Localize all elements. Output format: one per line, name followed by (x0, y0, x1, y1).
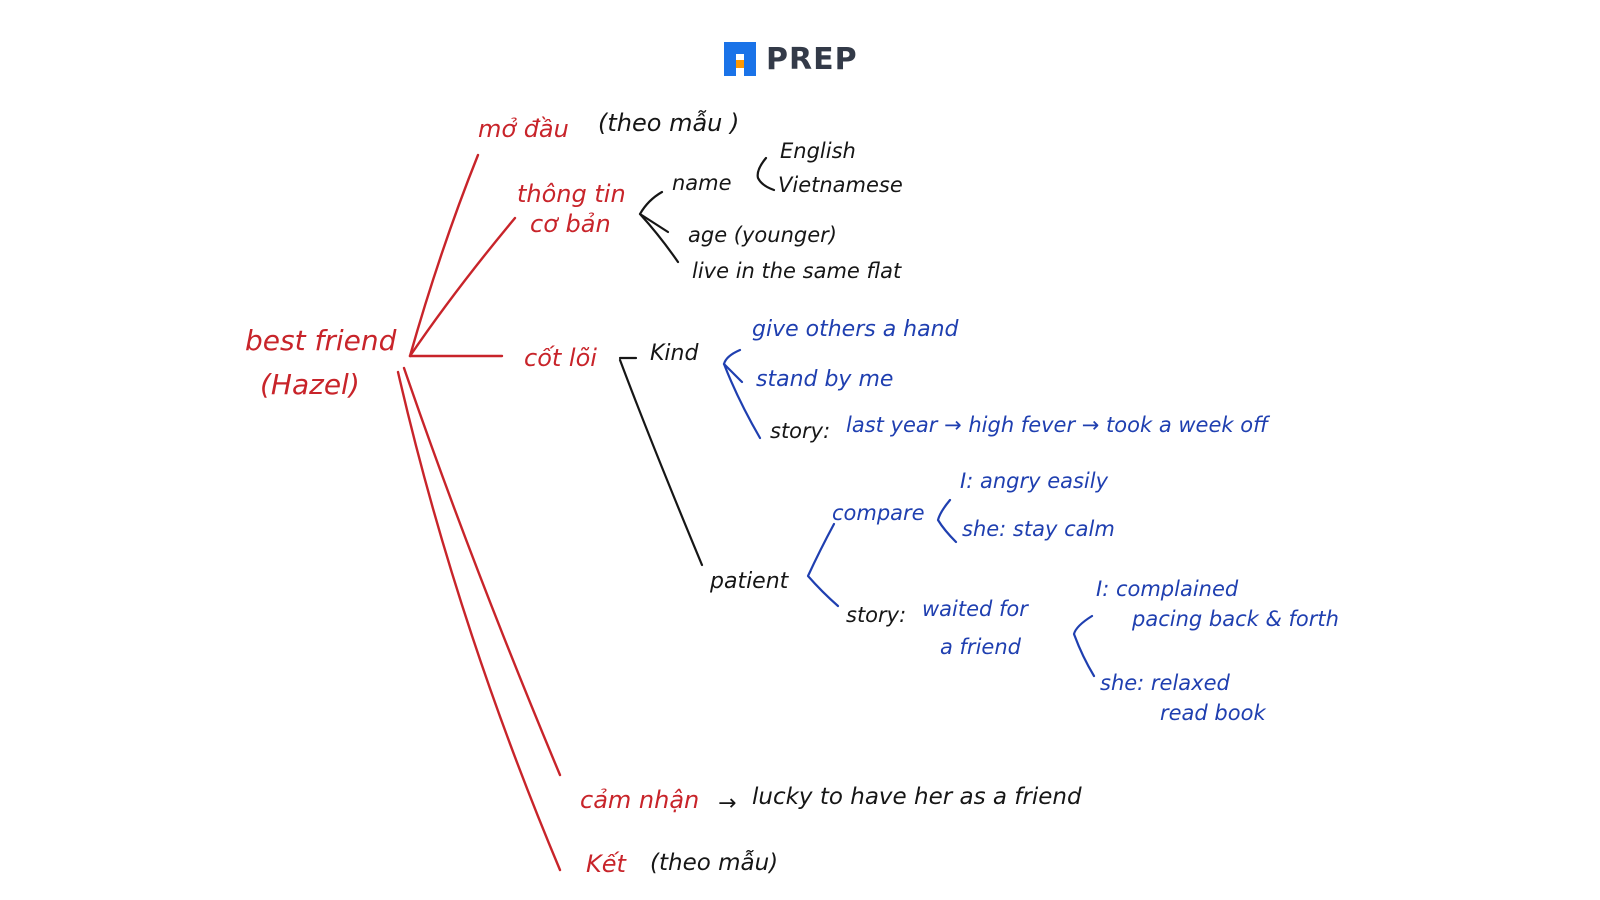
prep-logo: PREP (724, 42, 858, 77)
branch-line-feelings (402, 366, 562, 777)
story-i-line1: I: complained (1096, 577, 1239, 601)
story-bracket (1072, 614, 1096, 678)
basic-info-branch: thông tin cơ bản name English Vietnamese… (517, 139, 903, 283)
basic-info-label-line1: thông tin (517, 180, 626, 208)
kind-bracket (722, 348, 762, 440)
compare-she: she: stay calm (962, 517, 1115, 541)
kind-story-text: last year → high fever → took a week off (846, 413, 1271, 437)
center-label-line1: best friend (245, 324, 397, 357)
core-branch: cốt lõi Kind give others a hand stand by… (524, 317, 1339, 725)
kind-label: Kind (650, 341, 699, 366)
story-she-line1: she: relaxed (1100, 671, 1231, 695)
name-vietnamese: Vietnamese (778, 173, 903, 197)
patient-label: patient (709, 569, 790, 594)
kind-stand: stand by me (756, 367, 893, 392)
compare-label: compare (832, 501, 925, 525)
branch-line-basic-info (408, 216, 517, 358)
basic-info-bracket-mid (638, 212, 670, 234)
intro-branch: mở đầu (theo mẫu ) (478, 108, 739, 143)
flat-text: live in the same flat (692, 259, 902, 283)
basic-info-label-line2: cơ bản (530, 210, 611, 238)
feelings-branch: cảm nhận → lucky to have her as a friend (580, 784, 1082, 816)
patient-node: patient compare I: angry easily she: sta… (709, 469, 1339, 725)
core-to-patient-line (618, 358, 704, 567)
name-label: name (672, 171, 732, 195)
feelings-label: cảm nhận (580, 786, 699, 814)
conclusion-branch: Kết (theo mẫu) (586, 849, 778, 878)
kind-story-label: story: (770, 419, 830, 443)
conclusion-note: (theo mẫu) (650, 849, 778, 876)
prep-logo-icon (724, 42, 756, 76)
branch-line-intro (408, 153, 480, 358)
branch-line-conclusion (396, 370, 562, 872)
center-node: best friend (Hazel) (245, 324, 397, 401)
patient-story-label: story: (846, 603, 906, 627)
main-branches (396, 153, 562, 872)
patient-bracket (806, 522, 840, 608)
conclusion-label: Kết (586, 850, 628, 878)
name-bracket (756, 156, 776, 192)
prep-logo-text: PREP (766, 42, 858, 77)
intro-label: mở đầu (478, 115, 569, 143)
compare-i: I: angry easily (960, 469, 1109, 493)
story-she-line2: read book (1160, 701, 1266, 725)
kind-bracket-mid (722, 362, 744, 384)
patient-story-line1: waited for (922, 597, 1029, 621)
patient-story-line2: a friend (940, 635, 1022, 659)
compare-bracket (936, 498, 958, 544)
kind-node: Kind give others a hand stand by me stor… (650, 317, 1271, 443)
story-i-line2: pacing back & forth (1131, 607, 1339, 631)
kind-hand: give others a hand (752, 317, 960, 342)
feelings-arrow: → (718, 791, 736, 816)
feelings-text: lucky to have her as a friend (752, 784, 1082, 810)
age-text: age (younger) (688, 223, 837, 247)
core-label: cốt lõi (524, 344, 597, 372)
center-label-line2: (Hazel) (260, 368, 360, 401)
name-english: English (780, 139, 856, 163)
intro-note: (theo mẫu ) (598, 108, 739, 137)
